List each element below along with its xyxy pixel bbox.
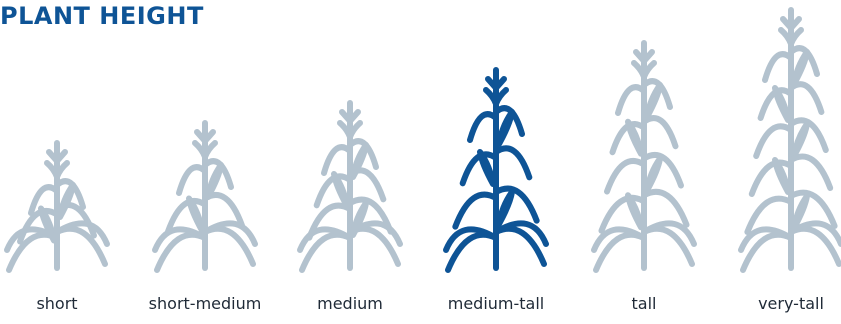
ear-leaf [791, 193, 810, 231]
leaf-right [788, 220, 841, 247]
leaf-left [615, 84, 647, 116]
ear-leaf [791, 121, 810, 159]
page-title: PLANT HEIGHT [0, 2, 204, 30]
leaf-left [165, 197, 208, 235]
ear-leaf [644, 82, 663, 120]
ear-leaf [205, 162, 224, 200]
leaf-right [641, 220, 697, 247]
plant-option-tall[interactable] [591, 40, 697, 273]
leaf-left [598, 194, 647, 234]
plant-label-short-medium: short-medium [148, 294, 262, 313]
leaf-left [297, 226, 353, 253]
leaf-left [738, 226, 794, 253]
ear-leaf [38, 205, 57, 244]
leaf-right [54, 201, 97, 239]
leaf-right [641, 151, 684, 189]
plant-label-tall: tall [631, 294, 657, 313]
leaf-left [443, 226, 499, 253]
leaf-right [788, 153, 834, 191]
ear-leaf [57, 182, 76, 220]
tassel-upper-leaves [631, 60, 657, 80]
leaf-right [641, 115, 679, 150]
tassel-upper-leaves [778, 27, 804, 47]
tassel-upper-leaves [483, 87, 509, 107]
leaf-left [459, 151, 499, 187]
plant-label-very-tall: very-tall [758, 294, 824, 313]
leaf-right [202, 220, 258, 247]
leaf-right [493, 185, 540, 224]
plant-label-medium: medium [317, 294, 383, 313]
plant-option-very-tall[interactable] [738, 7, 841, 273]
plant-label-medium-tall: medium-tall [447, 294, 545, 313]
plant-option-medium[interactable] [297, 100, 403, 273]
leaf-left [321, 144, 353, 176]
leaf-left [604, 157, 647, 195]
leaf-left [753, 123, 794, 159]
leaf-left [313, 173, 353, 209]
leaf-right [493, 145, 533, 181]
ear-leaf [496, 109, 515, 147]
ear-leaf [350, 142, 369, 180]
leaf-left [591, 226, 647, 253]
ear-leaf [772, 85, 791, 123]
leaf-left [452, 191, 499, 230]
ear-leaf [625, 192, 644, 231]
leaf-right [54, 220, 110, 247]
leaf-left [17, 207, 60, 245]
ear-leaf [477, 149, 496, 187]
leaf-left [748, 159, 794, 197]
ear-leaf [644, 155, 663, 194]
leaf-right [347, 220, 403, 247]
tassel [46, 140, 68, 164]
leaf-left [4, 226, 60, 253]
leaf-right [788, 189, 838, 229]
tassel [339, 100, 361, 124]
tassel-upper-leaves [337, 120, 363, 140]
tassel [633, 40, 655, 64]
leaf-right [493, 220, 549, 247]
leaf-left [28, 184, 60, 216]
plant-option-medium-tall[interactable] [443, 67, 549, 273]
tassel-upper-leaves [44, 160, 70, 180]
leaf-left [467, 111, 499, 143]
leaf-right [788, 117, 829, 153]
ear-leaf [625, 118, 644, 157]
leaf-right [788, 81, 825, 115]
tassel [485, 67, 507, 91]
ear-leaf [496, 189, 515, 227]
leaf-left [744, 195, 794, 235]
leaf-right [641, 188, 690, 228]
ear-leaf [331, 171, 350, 209]
tassel [780, 7, 802, 31]
leaf-right [347, 167, 387, 203]
plant-label-short: short [36, 294, 78, 313]
leaf-left [176, 164, 208, 196]
tassel [194, 120, 216, 144]
leaf-left [762, 51, 794, 83]
tassel-upper-leaves [192, 140, 218, 160]
plant-option-short[interactable] [4, 140, 110, 273]
leaf-right [202, 191, 245, 229]
ear-leaf [186, 195, 205, 234]
ear-leaf [350, 200, 369, 238]
plant-option-short-medium[interactable] [152, 120, 258, 273]
leaf-left [152, 226, 208, 253]
ear-leaf [772, 157, 791, 195]
ear-leaf [791, 49, 810, 87]
